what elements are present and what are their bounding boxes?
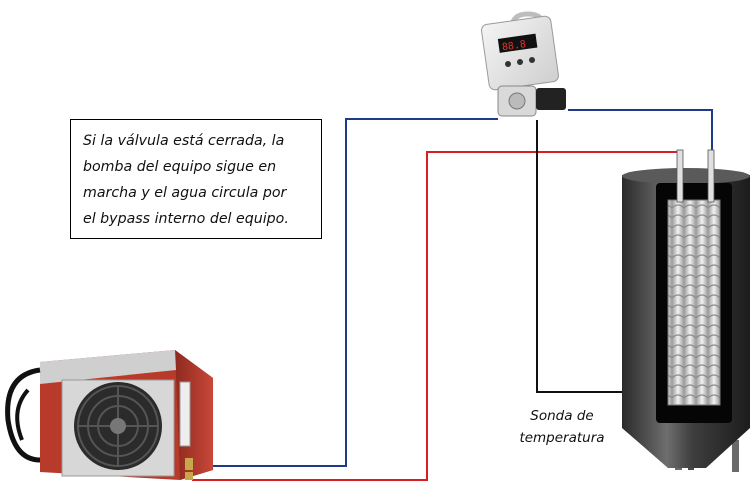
- probe-label-line: temperatura: [519, 430, 605, 446]
- svg-text:88.8: 88.8: [501, 39, 526, 53]
- return-pipe: [190, 109, 713, 467]
- note-line: el bypass interno del equipo.: [83, 211, 289, 227]
- temperature-probe-label: Sonda de temperatura: [502, 405, 622, 449]
- probe-label-line: Sonda de: [530, 408, 594, 424]
- water-chiller-unit-icon: [5, 350, 213, 480]
- temperature-controller-valve-icon: 88.8: [481, 11, 566, 117]
- note-line: bomba del equipo sigue en: [83, 159, 277, 175]
- note-line: Si la válvula está cerrada, la: [83, 133, 285, 149]
- note-line: marcha y el agua circula por: [83, 185, 287, 201]
- bypass-note-box: Si la válvula está cerrada, la bomba del…: [70, 119, 322, 239]
- fermentation-tank-icon: [622, 149, 750, 472]
